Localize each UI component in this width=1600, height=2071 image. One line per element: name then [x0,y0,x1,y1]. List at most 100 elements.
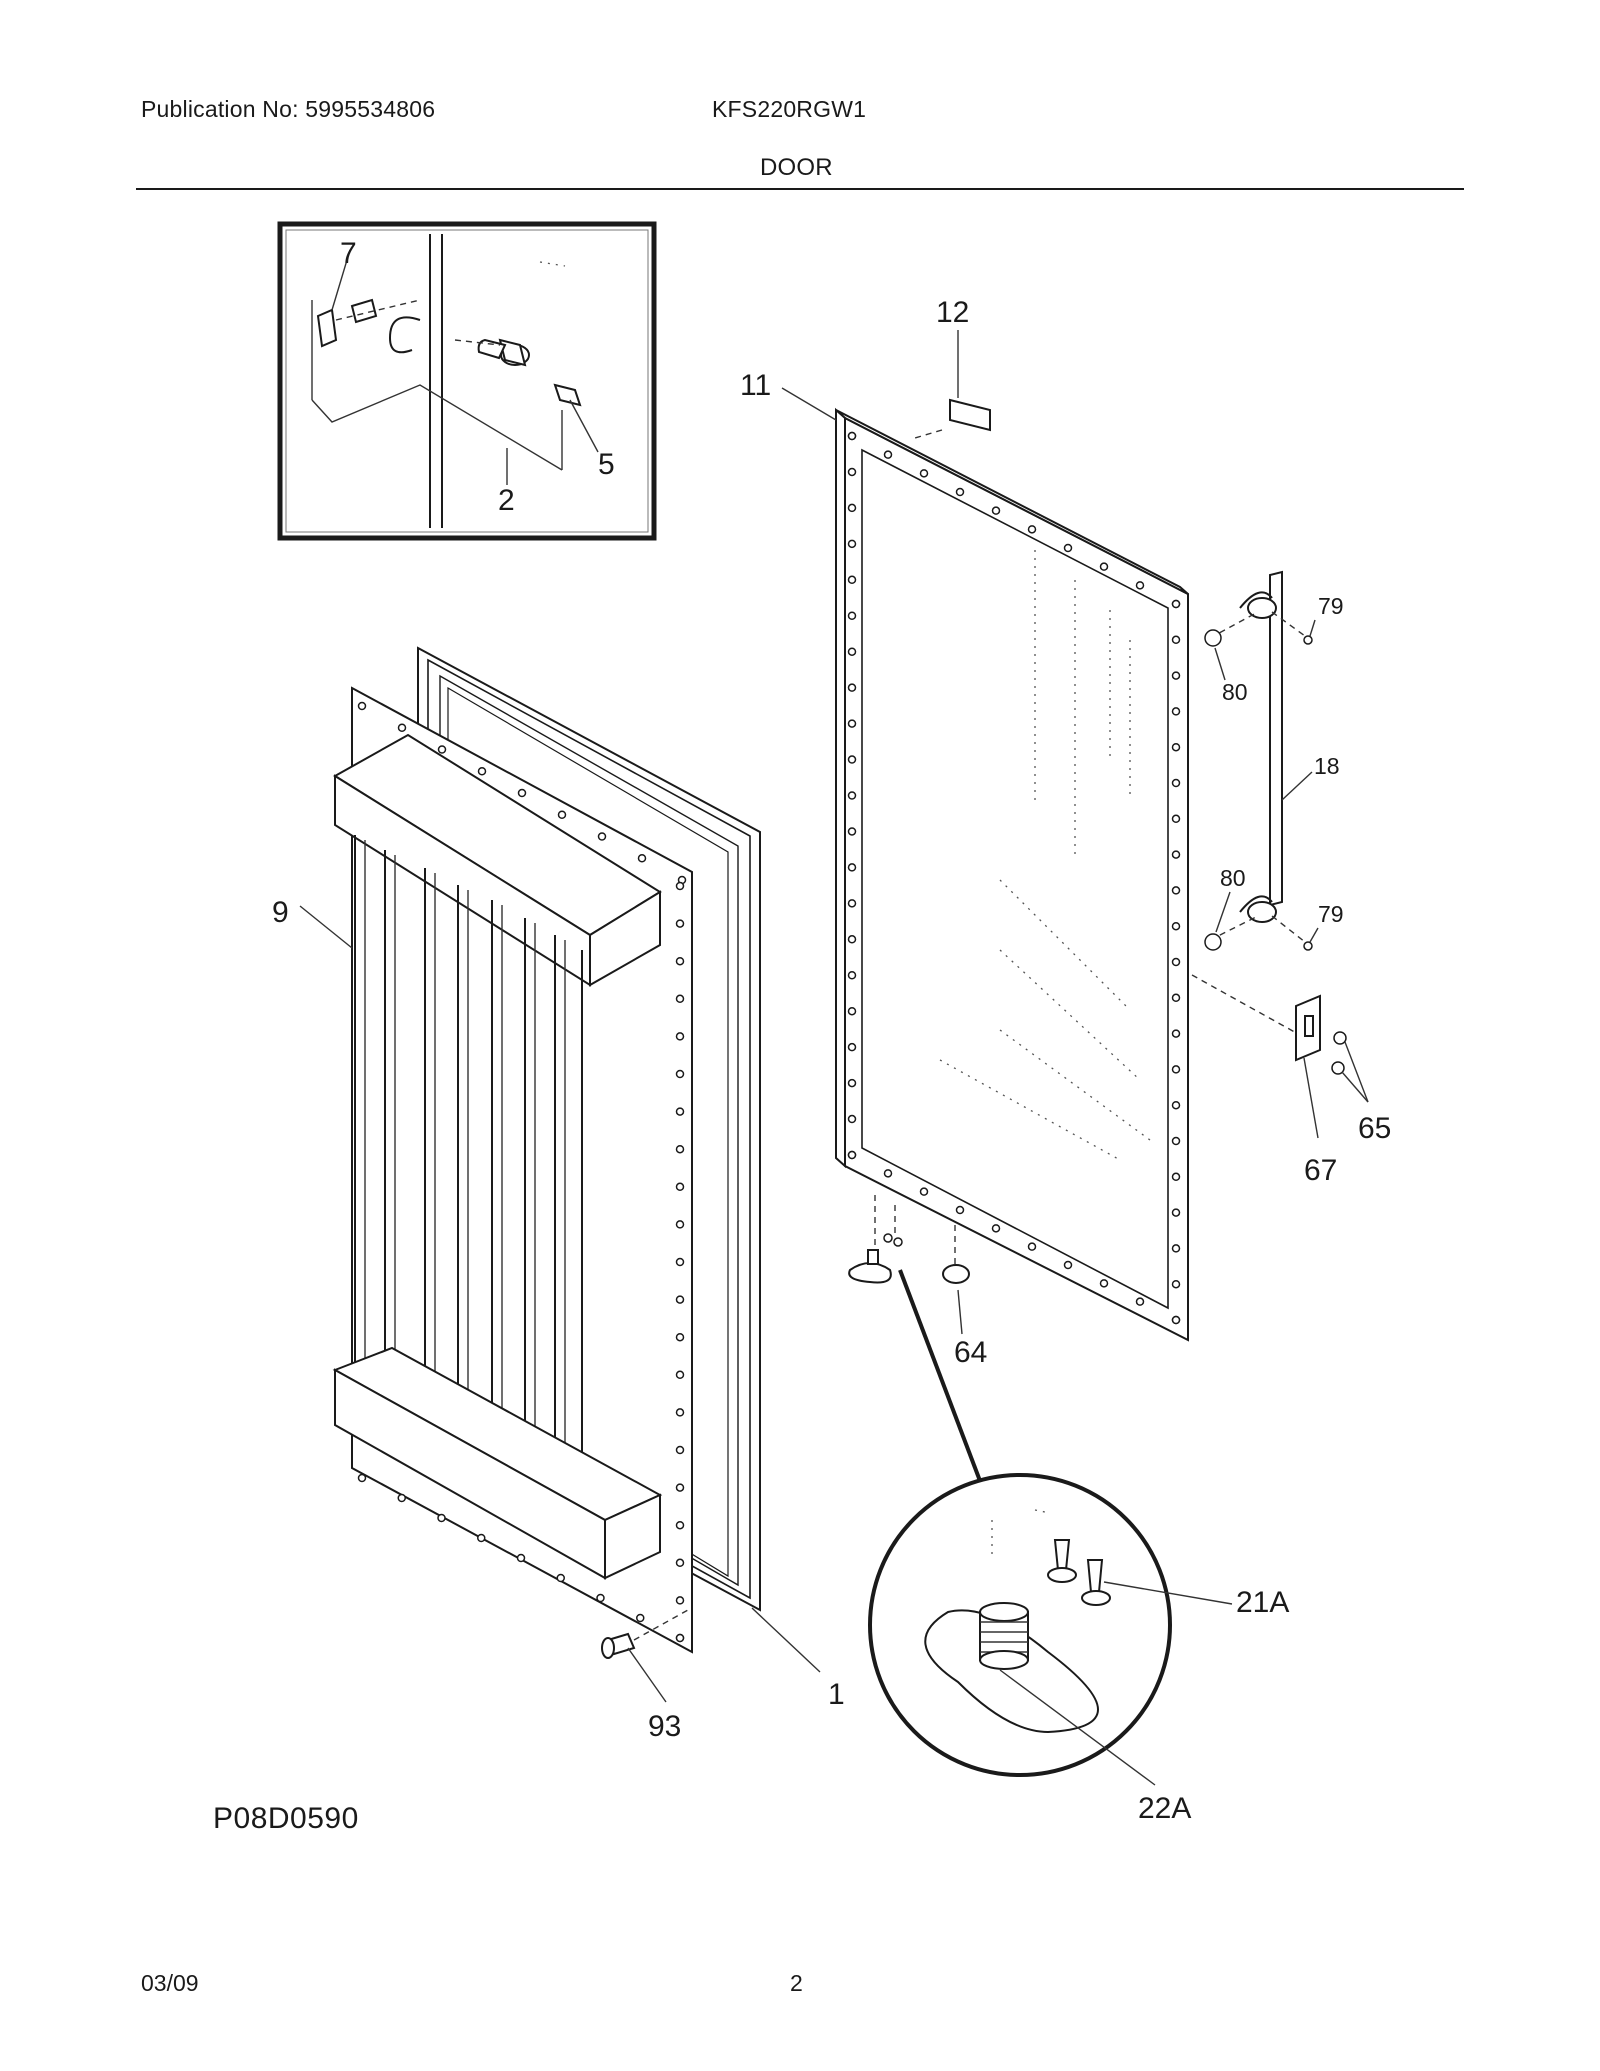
screw-hole [1099,562,1109,571]
screw-hole [1171,1100,1181,1110]
screw-hole [1099,1279,1109,1288]
screw-hole [1171,1279,1181,1289]
screw-hole [675,994,685,1004]
screw-hole [847,791,857,800]
screw-hole [955,487,965,497]
screw-hole [1135,581,1145,590]
screw-hole [556,1573,565,1583]
screw-hole [675,1596,685,1605]
screw-hole [675,919,685,928]
screw-hole [883,450,893,459]
callout-65: 65 [1358,1112,1391,1145]
screw-hole [847,971,857,980]
screw-hole [1063,1260,1073,1270]
callout-9: 9 [272,896,289,929]
callout-21a: 21A [1236,1586,1289,1619]
screw-hole [847,503,857,513]
screw-hole [847,431,857,441]
screw-hole [675,956,685,966]
header-divider [136,188,1464,190]
inner-door-liner [332,686,693,1654]
inset-lock-cylinder [454,338,582,407]
callout-93: 93 [648,1710,681,1743]
top-label-part [914,330,991,439]
screw-hole [847,1078,857,1088]
screw-hole [1171,1136,1181,1146]
screw-hole [675,1295,685,1304]
screw-hole [919,1187,929,1196]
hinge-detail-circle [868,1473,1172,1777]
screw-hole [477,767,487,776]
callout-18: 18 [1314,753,1340,779]
screw-hole [1171,707,1181,716]
screw-hole [883,1169,893,1178]
screw-hole [847,575,857,585]
screw-hole [1027,1242,1037,1251]
screw-hole [1171,599,1181,609]
screw-hole [675,1032,685,1041]
callout-22a: 22A [1138,1792,1191,1825]
screw-hole [847,899,857,908]
screw-hole [1171,1029,1181,1038]
screw-hole [847,1114,857,1124]
screw-hole [675,1107,685,1116]
inset-bracket-part [316,298,421,354]
screw-hole [847,719,857,728]
screw-hole [847,683,857,692]
screw-hole [1135,1297,1145,1306]
publication-number: Publication No: 5995534806 [141,96,436,122]
screw-hole [357,1473,367,1483]
footer-date: 03/09 [141,1970,199,1996]
screw-hole [675,1445,685,1455]
screw-hole [517,788,527,798]
screw-hole [847,1006,857,1016]
screw-hole [1171,886,1181,895]
screw-hole [847,863,857,872]
screw-hole [675,881,685,891]
screw-hole [1171,1244,1181,1253]
screw-hole [1063,543,1073,553]
screw-hole [1171,1315,1181,1325]
bottom-hinge-hardware [848,1195,990,1503]
screw-hole [637,854,647,863]
screw-hole [847,755,857,764]
callout-11: 11 [740,369,771,402]
screw-hole [991,1224,1001,1233]
screw-hole [477,1533,486,1543]
screw-hole [675,1182,685,1192]
model-number: KFS220RGW1 [712,96,867,122]
screw-hole [1171,957,1181,967]
screw-hole [675,1069,685,1079]
screw-hole [675,1558,685,1568]
plug-part [601,1609,689,1703]
screw-hole [1171,635,1181,645]
strike-plate [1191,974,1369,1139]
callout-64: 64 [954,1336,987,1369]
screw-hole [1171,921,1181,931]
drawing-code: P08D0590 [213,1802,359,1835]
callout-7: 7 [340,237,357,270]
screw-hole [847,1042,857,1052]
screw-hole [847,935,857,944]
screw-hole [1171,814,1181,824]
screw-hole [1171,1208,1181,1217]
callout-5: 5 [598,448,615,481]
screw-hole [847,467,857,477]
screw-hole [596,1593,605,1603]
footer-page-number: 2 [790,1970,803,1996]
screw-hole [847,611,857,620]
lock-detail-inset: 7 5 2 [277,221,657,541]
screw-hole [675,1483,685,1492]
screw-hole [675,1144,685,1154]
callout-67: 67 [1304,1154,1337,1187]
screw-hole [1171,850,1181,859]
screw-hole [597,832,607,841]
screw-hole [636,1613,645,1623]
screw-hole [437,1513,446,1523]
screw-hole [847,827,857,836]
door-screw-holes [357,431,1181,1643]
callout-80-bottom: 80 [1220,865,1246,891]
screw-hole [437,745,447,754]
screw-hole [1171,742,1181,752]
callout-2: 2 [498,484,515,517]
